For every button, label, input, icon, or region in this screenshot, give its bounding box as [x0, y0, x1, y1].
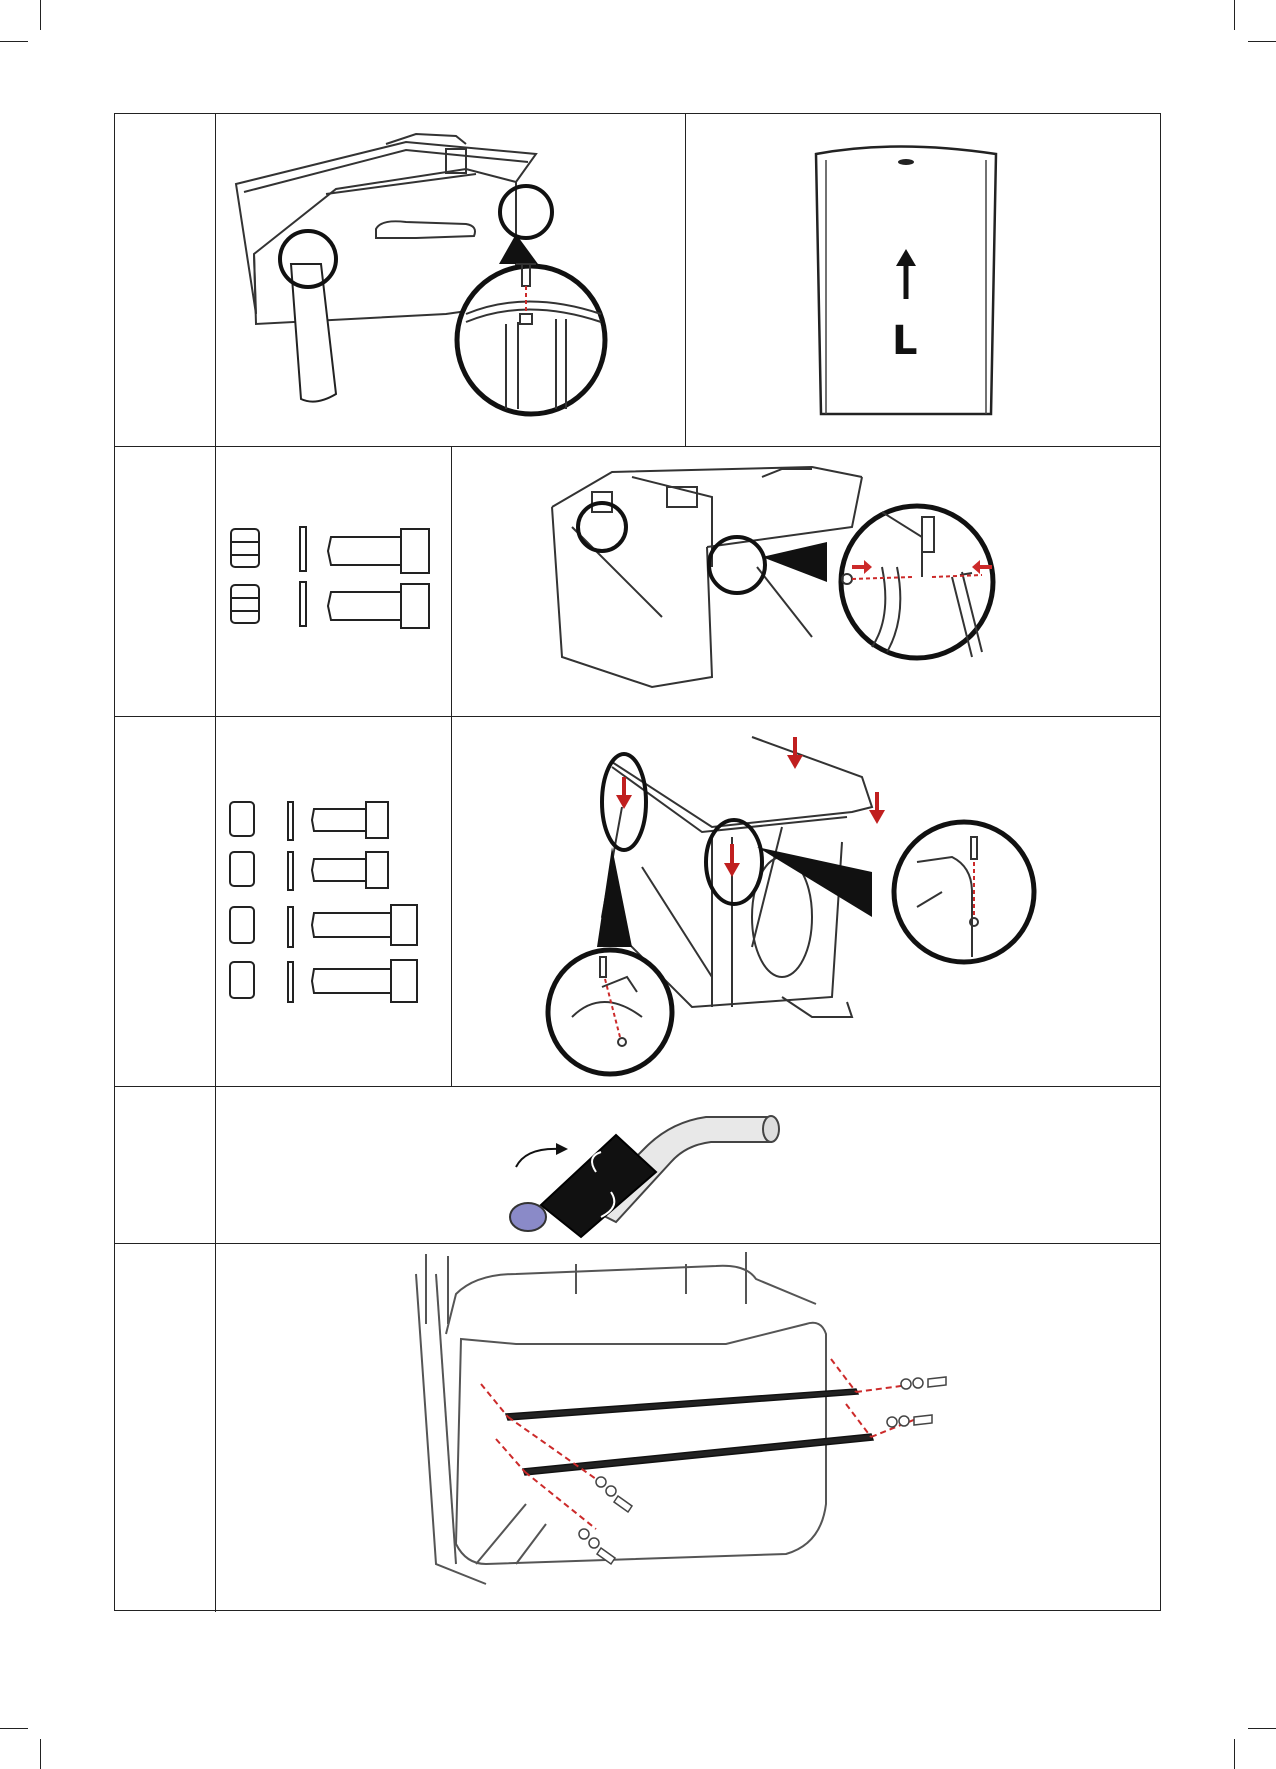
step-row-3: [115, 717, 1160, 1087]
frame-leg-insert-illustration: [216, 114, 686, 447]
crop-mark: [1234, 0, 1235, 30]
hardware-set-2-illustration: [216, 447, 452, 717]
crop-mark: [0, 41, 28, 42]
detail-circle-left: [578, 503, 626, 551]
step-number-cell: [115, 1244, 216, 1612]
step-number-cell: [115, 447, 216, 716]
crop-mark: [0, 1728, 28, 1729]
step-number-cell: [115, 114, 216, 446]
step-row-2: [115, 447, 1160, 717]
leg-orientation-illustration: L: [686, 114, 1160, 447]
bag-frame-side-bolt-illustration: [452, 447, 1160, 717]
frame-leg-insert-panel: [216, 114, 686, 446]
crop-mark: [40, 0, 41, 30]
detail-circle-right: [500, 186, 552, 238]
detail-circle-right: [709, 537, 765, 593]
crop-mark: [1248, 1728, 1276, 1729]
hardware-set-3-panel: [216, 717, 452, 1086]
detail-zoom-circle: [841, 506, 993, 658]
grip-wrap-illustration: [216, 1087, 1160, 1244]
cross-bars-fit-illustration: [216, 1244, 1160, 1612]
handle-end-cap: [510, 1203, 546, 1231]
grip-wrap-panel: [216, 1087, 1160, 1243]
bag-frame-side-bolt-panel: [452, 447, 1160, 716]
crop-mark: [1248, 41, 1276, 42]
leg-orientation-panel: L: [686, 114, 1160, 446]
cross-bar-upper: [506, 1389, 858, 1420]
detail-zoom-circle-right: [894, 822, 1034, 962]
crop-mark: [1234, 1739, 1235, 1769]
leg-marker-letter: L: [892, 318, 918, 364]
step-number-cell: [115, 717, 216, 1086]
handle-bar-fit-illustration: [452, 717, 1160, 1087]
crop-mark: [40, 1739, 41, 1769]
detail-zoom-circle-left: [548, 950, 672, 1074]
handle-bar-fit-panel: [452, 717, 1160, 1086]
step-row-1: L: [115, 114, 1160, 447]
step-row-4: [115, 1087, 1160, 1244]
step-number-cell: [115, 1087, 216, 1243]
cross-bars-fit-panel: [216, 1244, 1160, 1612]
detail-zoom-circle: [457, 266, 605, 414]
hardware-set-2-panel: [216, 447, 452, 716]
hardware-set-3-illustration: [216, 717, 452, 1087]
cross-bar-lower: [523, 1434, 873, 1475]
step-row-5: [115, 1244, 1160, 1612]
assembly-steps-table: L: [114, 113, 1161, 1611]
